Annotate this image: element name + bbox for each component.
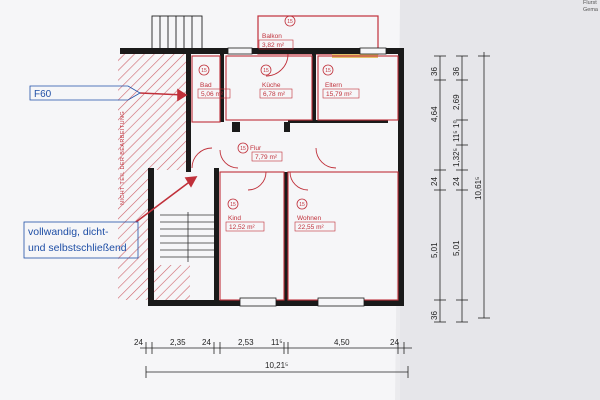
- dim-bottom-4: 11⁵: [271, 338, 283, 347]
- room-name-wohnen: Wohnen: [297, 215, 321, 222]
- room-area-balkon: 3,82 m²: [262, 42, 285, 49]
- marker-wohnen: 15: [299, 202, 305, 208]
- dim-right-mid-6: 36: [452, 67, 461, 76]
- marker-eltern: 15: [325, 68, 331, 74]
- staircase: [160, 212, 215, 262]
- room-name-eltern: Eltern: [325, 82, 342, 89]
- room-name-bad: Bad: [200, 82, 212, 89]
- room-area-wohnen: 22,55 m²: [298, 224, 324, 231]
- room-name-flur: Flur: [250, 145, 262, 152]
- dim-right-mid-4: 1⁰: [452, 120, 461, 128]
- dim-right-inner-0: 36: [430, 311, 439, 320]
- dim-bottom-5: 4,50: [334, 338, 350, 347]
- door-spec-line-1: vollwandig, dicht-: [28, 226, 109, 238]
- dim-bottom-6: 24: [390, 338, 399, 347]
- room-markers: [198, 15, 334, 210]
- dim-right-total: 10,61⁵: [474, 177, 483, 200]
- sheet-header: Flurst Gema: [583, 0, 598, 14]
- room-area-kind: 12,52 m²: [229, 224, 255, 231]
- dim-right-mid-3: 11⁵: [452, 130, 461, 142]
- room-area-kueche: 6,78 m²: [263, 91, 286, 98]
- room-area-eltern: 15,79 m²: [326, 91, 352, 98]
- room-name-balkon: Balkon: [262, 33, 282, 40]
- marker-flur: 15: [240, 146, 246, 152]
- dim-right-inner-3: 4,64: [430, 106, 439, 122]
- dim-right-mid-5: 2,69: [452, 94, 461, 110]
- dim-right-mid-1: 24: [452, 177, 461, 186]
- sheet-header-line-1: Flurst: [583, 0, 597, 6]
- f60-label-box: [29, 85, 141, 101]
- dim-bottom-0: 24: [134, 338, 143, 347]
- dim-right-mid-0: 5,01: [452, 240, 461, 256]
- door-spec-line-2: und selbstschließend: [28, 242, 127, 254]
- door-swings: [191, 53, 337, 191]
- dim-bottom-2: 24: [202, 338, 211, 347]
- dim-total: 10,21⁵: [265, 361, 288, 370]
- room-area-flur: 7,79 m²: [255, 154, 278, 161]
- right-dimension-lines: [434, 52, 490, 323]
- room-area-bad: 5,06 m²: [201, 91, 224, 98]
- bottom-dimension-lines: [140, 342, 412, 378]
- stair-side-note: NICHT TEIL DER BEARBEITUNG: [120, 111, 126, 205]
- dim-bottom-1: 2,35: [170, 338, 186, 347]
- f60-label: F60: [34, 89, 52, 100]
- dim-right-inner-1: 5,01: [430, 242, 439, 258]
- marker-kueche: 15: [263, 68, 269, 74]
- arrows: [135, 88, 198, 223]
- dim-right-inner-2: 24: [430, 177, 439, 186]
- room-name-kind: Kind: [228, 215, 241, 222]
- marker-balkon: 15: [287, 19, 293, 25]
- room-name-kueche: Küche: [262, 82, 281, 89]
- dim-right-inner-4: 36: [430, 67, 439, 76]
- marker-kind: 15: [230, 202, 236, 208]
- dim-bottom-3: 2,53: [238, 338, 254, 347]
- room-outlines: [191, 55, 399, 301]
- sheet-header-line-2: Gema: [583, 7, 598, 13]
- marker-bad: 15: [201, 68, 207, 74]
- dim-right-mid-2: 1,32⁵: [452, 148, 461, 167]
- door-spec-box: [23, 221, 139, 259]
- windows: [227, 47, 387, 307]
